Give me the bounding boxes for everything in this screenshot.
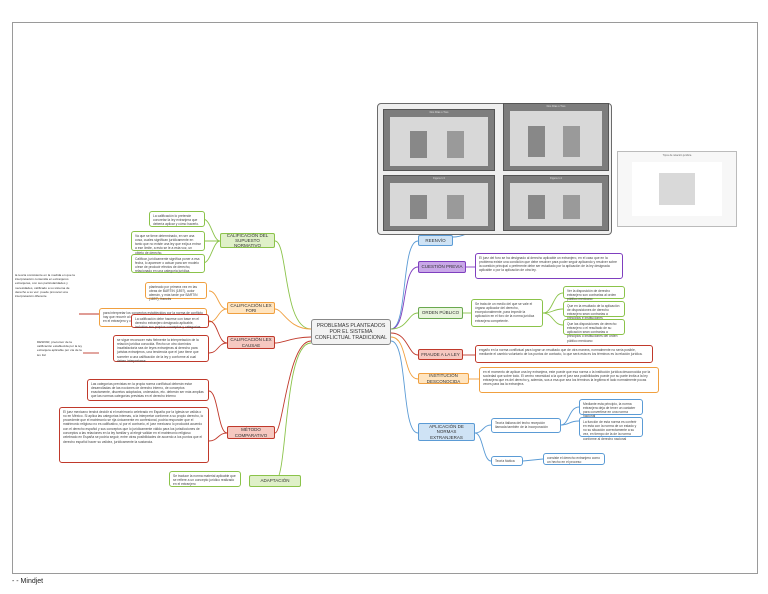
link-adaptacion: [274, 342, 312, 482]
branch-institucion-desconocida[interactable]: INSTITUCIÓN DESCONOCIDA: [418, 373, 469, 384]
link-calificacion-normativo: [274, 240, 312, 330]
branch-label: APLICACIÓN DE NORMAS EXTRANJERAS: [429, 424, 464, 440]
side-text: la teoría consistente en la medida en qu…: [15, 273, 75, 299]
side-text-lex-fori: la teoría consistente en la medida en qu…: [15, 273, 81, 298]
slide-figure: [632, 162, 722, 216]
note-cuestion-previa[interactable]: El juez del foro se ha designado al dere…: [475, 253, 623, 279]
note-text: Va que se tiene determinado, en ser una …: [135, 233, 201, 255]
note-text: La calificación debe hacerse con base en…: [135, 316, 202, 330]
note-text: engaño en la norma conflictual para logr…: [479, 347, 643, 356]
note-text: Que las disposiciones de derecho extranj…: [567, 321, 618, 343]
note-fraude[interactable]: engaño en la norma conflictual para logr…: [475, 345, 653, 363]
branch-reenvio[interactable]: REENVÍO: [418, 235, 453, 246]
note-adaptacion-1[interactable]: Se traduce la norma material aplicable q…: [169, 471, 241, 487]
connector-lines: [79, 218, 580, 482]
note-text: Teoría italiana del techo recepción llam…: [495, 420, 548, 429]
branch-label: REENVÍO: [425, 237, 446, 243]
branch-label: ORDEN PÚBLICO: [421, 310, 460, 316]
slide-figure: [510, 183, 602, 226]
branch-calificacion-supuesto-normativo[interactable]: CALIFICACIÓN DEL SUPUESTO NORMATIVO: [220, 233, 275, 248]
slide-thumbnail-2[interactable]: Dos Filas o Tres: [503, 103, 609, 171]
note-text: Se trata de un medio del que se vale el …: [475, 301, 535, 323]
branch-label: CUESTIÓN PREVIA: [421, 264, 463, 270]
note-text: Mediante esta principio, la norma extran…: [583, 401, 636, 419]
note-text: Calificar, jurídicamente significa poner…: [135, 256, 200, 274]
slide-caption: Tipos de relación jurídica: [662, 154, 692, 157]
branch-metodo-comparativo[interactable]: MÉTODO COMPARATIVO: [227, 426, 275, 439]
note-text: planteado por primera vez en las obras d…: [149, 284, 198, 302]
note-text: El juez mexicano tendrá decidir si el ma…: [63, 409, 204, 444]
slide-thumbnail-4[interactable]: Figura 1.4: [503, 175, 609, 231]
link-lex-causae: [274, 336, 312, 344]
slide-caption: Dos Filas o Tres: [429, 111, 449, 114]
branch-label: MÉTODO COMPARATIVO: [234, 427, 268, 438]
branch-label: ADAPTACIÓN: [260, 478, 290, 484]
note-orden-publico-main[interactable]: Se trata de un medio del que se vale el …: [471, 299, 543, 327]
link-metodo-comparativo: [274, 340, 312, 434]
note-text: El juez del foro se ha designado al dere…: [479, 255, 618, 273]
branch-fraude-a-la-ley[interactable]: FRAUDE A LA LEY: [418, 349, 463, 360]
note-text: La función de esta norma es conferir en …: [583, 419, 637, 441]
slide-thumbnail-5[interactable]: Tipos de relación jurídica: [617, 151, 737, 227]
slide-figure: [510, 111, 602, 166]
central-topic-label: PROBLEMAS PLANTEADOS POR EL SISTEMA CONF…: [314, 323, 388, 341]
slide-caption: Dos Filas o Tres: [546, 105, 566, 108]
slide-figure: [390, 117, 488, 166]
side-text-lex-causae: DESPAR, precursor de la calificación est…: [37, 340, 83, 357]
note-orden-publico-1[interactable]: Ver la disposición de derecho extranjero…: [563, 286, 625, 302]
slide-figure: [390, 183, 488, 226]
note-text: Teoría fáctica: [495, 458, 515, 463]
note-normativo-1[interactable]: La calificación lo pretende concretar la…: [149, 211, 205, 227]
subtopic-teoria-italiana[interactable]: Teoría italiana del techo recepción llam…: [491, 418, 561, 433]
note-lex-causae-1[interactable]: La calificación debe hacerse con base en…: [131, 314, 209, 330]
note-normativo-2[interactable]: Va que se tiene determinado, en ser una …: [131, 231, 205, 255]
note-institucion[interactable]: en el momento de aplicar una ley extranj…: [479, 367, 659, 393]
branch-label: CALIFICACIÓN LEX FORI: [230, 302, 272, 313]
note-text: en el momento de aplicar una ley extranj…: [483, 369, 651, 387]
note-text: La calificación lo pretende concretar la…: [153, 213, 199, 227]
note-comparativo-2[interactable]: El juez mexicano tendrá decidir si el ma…: [59, 407, 209, 463]
slide-thumbnail-1[interactable]: Dos Filas o Tres: [383, 109, 495, 171]
branch-adaptacion[interactable]: ADAPTACIÓN: [249, 475, 301, 487]
note-aplicacion-2[interactable]: La función de esta norma es conferir en …: [579, 417, 643, 441]
central-topic[interactable]: PROBLEMAS PLANTEADOS POR EL SISTEMA CONF…: [311, 319, 391, 345]
note-text: Las categorías previstas en la propia no…: [91, 381, 204, 399]
footer-brand: - - Mindjet: [12, 578, 44, 585]
slide-caption: Figura 1.3: [433, 177, 445, 180]
link-lex-fori: [274, 308, 312, 330]
branch-label: CALIFICACIÓN DEL SUPUESTO NORMATIVO: [226, 232, 269, 249]
note-orden-publico-2[interactable]: Que en la resultado de la aplicación de …: [563, 301, 625, 329]
note-text: se sigue reconocer más fielmente la inte…: [117, 337, 199, 363]
branch-aplicacion-normas-extranjeras[interactable]: APLICACIÓN DE NORMAS EXTRANJERAS: [418, 423, 475, 441]
branch-calificacion-lex-fori[interactable]: CALIFICACIÓN LEX FORI: [227, 302, 275, 314]
subtopic-teoria-factica[interactable]: Teoría fáctica: [491, 456, 523, 466]
branch-cuestion-previa[interactable]: CUESTIÓN PREVIA: [418, 261, 466, 273]
branch-label: FRAUDE A LA LEY: [421, 351, 460, 357]
note-aplicacion-1[interactable]: Mediante esta principio, la norma extran…: [579, 399, 643, 418]
branch-label: INSTITUCIÓN DESCONOCIDA: [426, 373, 461, 384]
side-text: DESPAR, precursor de la calificación est…: [37, 340, 83, 357]
note-lex-causae-2[interactable]: se sigue reconocer más fielmente la inte…: [113, 335, 209, 363]
note-orden-publico-3[interactable]: Que las disposiciones de derecho extranj…: [563, 319, 625, 343]
note-text: consiste el derecho extranjero como un h…: [547, 455, 600, 464]
mind-map-canvas: PROBLEMAS PLANTEADOS POR EL SISTEMA CONF…: [12, 22, 758, 574]
note-text: Ver la disposición de derecho extranjero…: [567, 288, 617, 302]
branch-orden-publico[interactable]: ORDEN PÚBLICO: [418, 307, 463, 319]
note-text: Se traduce la norma material aplicable q…: [173, 473, 236, 487]
slide-thumbnail-3[interactable]: Figura 1.3: [383, 175, 495, 231]
note-normativo-3[interactable]: Calificar, jurídicamente significa poner…: [131, 254, 205, 273]
slide-caption: Figura 1.4: [550, 177, 562, 180]
note-lex-fori-1[interactable]: planteado por primera vez en las obras d…: [145, 282, 207, 302]
branch-calificacion-lex-causae[interactable]: CALIFICACIÓN LEX CAUSAE: [227, 336, 275, 349]
note-aplicacion-3[interactable]: consiste el derecho extranjero como un h…: [543, 453, 605, 465]
note-comparativo-1[interactable]: Las categorías previstas en la propia no…: [87, 379, 209, 401]
branch-label: CALIFICACIÓN LEX CAUSAE: [230, 337, 272, 348]
